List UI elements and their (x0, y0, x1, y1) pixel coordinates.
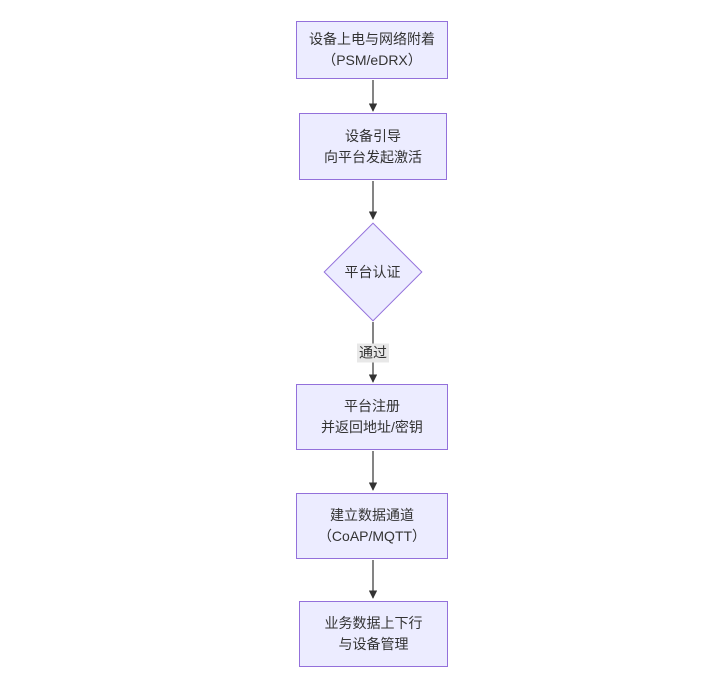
node-text-line: 与设备管理 (338, 636, 409, 652)
node-text-line: 并返回地址/密钥 (321, 419, 423, 435)
node-business-data: 业务数据上下行 与设备管理 (299, 601, 448, 667)
node-text-line: （CoAP/MQTT） (317, 528, 427, 544)
node-power-attach: 设备上电与网络附着 （PSM/eDRX） (296, 21, 448, 79)
node-text-line: 向平台发起激活 (324, 148, 422, 165)
node-text-line: 业务数据上下行 (324, 615, 423, 631)
node-text-line: 平台认证 (344, 263, 401, 280)
node-data-channel: 建立数据通道 （CoAP/MQTT） (296, 493, 448, 559)
edge-label-pass: 通过 (357, 343, 389, 363)
node-platform-auth: 平台认证 (323, 222, 422, 321)
node-platform-register: 平台注册 并返回地址/密钥 (296, 384, 448, 450)
node-text-line: 设备上电与网络附着 (309, 31, 435, 47)
node-text-line: 建立数据通道 (330, 507, 414, 523)
node-text-line: 设备引导 (345, 127, 401, 144)
node-bootstrap: 设备引导 向平台发起激活 (299, 113, 447, 180)
node-text-line: 平台注册 (344, 398, 400, 414)
node-text-line: （PSM/eDRX） (322, 52, 422, 68)
